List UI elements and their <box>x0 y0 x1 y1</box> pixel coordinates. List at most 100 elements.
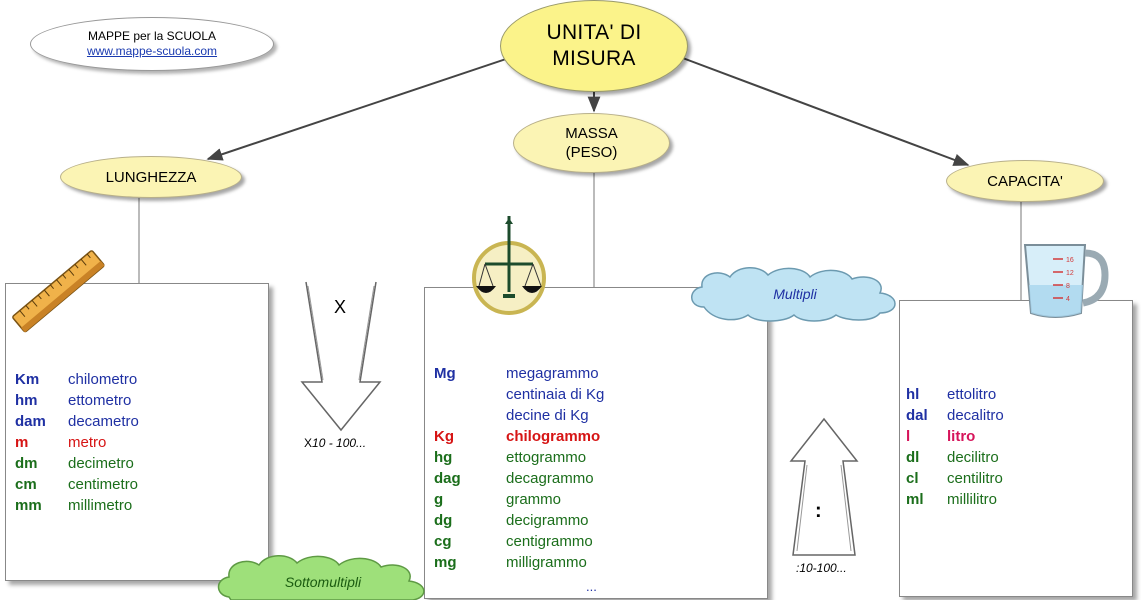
site-badge: MAPPE per la SCUOLA www.mappe-scuola.com <box>30 17 274 71</box>
massa-unit-name: megagrammo <box>506 365 599 382</box>
root-node: UNITA' DI MISURA <box>500 0 688 92</box>
capacita-unit-symbol: hl <box>906 386 920 403</box>
massa-title-line1: MASSA <box>565 125 618 142</box>
badge-title: MAPPE per la SCUOLA <box>87 29 217 43</box>
massa-unit-name: grammo <box>506 491 562 508</box>
scale-icon <box>472 216 546 315</box>
massa-unit-symbol: dg <box>434 512 453 529</box>
lunghezza-row: Km chilometro <box>15 370 255 391</box>
lunghezza-unit-name: chilometro <box>68 371 138 388</box>
capacita-row: l litro <box>906 427 1126 448</box>
lunghezza-unit-symbol: cm <box>15 476 37 493</box>
massa-unit-symbol: mg <box>434 554 457 571</box>
massa-unit-symbol: hg <box>434 449 453 466</box>
capacita-unit-name: litro <box>947 428 976 445</box>
capacita-unit-name: centilitro <box>947 470 1003 487</box>
capacita-unit-symbol: dl <box>906 449 920 466</box>
capacita-label: CAPACITA' <box>987 172 1063 190</box>
lunghezza-box <box>5 283 269 581</box>
down-arrow-symbol: X <box>334 297 347 317</box>
jug-mark-4: 4 <box>1066 296 1070 303</box>
lunghezza-row: dam decametro <box>15 412 255 433</box>
lunghezza-unit-name: millimetro <box>68 497 133 514</box>
root-title-line1: UNITA' DI <box>546 21 642 44</box>
sottomultipli-cloud <box>217 555 425 600</box>
lunghezza-unit-symbol: m <box>15 434 29 451</box>
massa-row: decine di Kg <box>434 406 754 427</box>
lunghezza-unit-symbol: Km <box>15 371 40 388</box>
lunghezza-unit-symbol: dam <box>15 413 46 430</box>
jug-mark-16: 16 <box>1066 257 1074 264</box>
massa-row: g grammo <box>434 490 754 511</box>
lunghezza-label: LUNGHEZZA <box>105 168 197 186</box>
capacita-node: CAPACITA' <box>946 160 1104 202</box>
lunghezza-unit-name: centimetro <box>68 476 139 493</box>
massa-unit-symbol: cg <box>434 533 452 550</box>
massa-unit-name: decagrammo <box>506 470 594 487</box>
lunghezza-row: mm millimetro <box>15 496 255 517</box>
lunghezza-unit-name: decimetro <box>68 455 134 472</box>
down-caption-prefix: X <box>304 436 313 450</box>
capacita-box <box>899 300 1133 597</box>
lunghezza-row: hm ettometro <box>15 391 255 412</box>
down-arrow-caption: X10 - 100... <box>304 436 366 450</box>
lunghezza-unit-name: decametro <box>68 413 139 430</box>
lunghezza-unit-symbol: hm <box>15 392 38 409</box>
capacita-unit-symbol: l <box>906 428 911 445</box>
capacita-unit-symbol: dal <box>906 407 928 424</box>
up-arrow-symbol: : <box>815 500 822 522</box>
capacita-row: cl centilitro <box>906 469 1126 490</box>
lunghezza-unit-name: ettometro <box>68 392 132 409</box>
lunghezza-node: LUNGHEZZA <box>60 156 242 198</box>
massa-unit-symbol: g <box>434 491 444 508</box>
massa-row: dag decagrammo <box>434 469 754 490</box>
massa-unit-symbol: Kg <box>434 428 454 445</box>
multipli-cloud <box>691 267 896 322</box>
massa-row: dg decigrammo <box>434 511 754 532</box>
up-arrow-caption: :10-100... <box>796 561 847 575</box>
multipli-label: Multipli <box>773 286 817 302</box>
connector-root-lunghezza <box>206 56 513 161</box>
lunghezza-row: dm decimetro <box>15 454 255 475</box>
massa-ellipsis: ... <box>586 579 597 594</box>
massa-unit-name: chilogrammo <box>506 428 601 445</box>
capacita-unit-name: millilitro <box>947 491 997 508</box>
capacita-unit-symbol: cl <box>906 470 919 487</box>
massa-unit-name: centinaia di Kg <box>506 386 605 403</box>
capacita-unit-name: ettolitro <box>947 386 997 403</box>
massa-row: mg milligrammo <box>434 553 754 574</box>
ruler-icon <box>12 250 105 333</box>
connector-root-capacita <box>679 56 970 166</box>
lunghezza-unit-symbol: mm <box>15 497 42 514</box>
lunghezza-units-list: Km chilometro hm ettometro dam decametro m metr… <box>15 370 255 520</box>
down-arrow-icon <box>300 281 382 432</box>
massa-unit-name: decine di Kg <box>506 407 589 424</box>
massa-unit-name: decigrammo <box>506 512 589 529</box>
up-arrow-icon <box>789 417 859 556</box>
lunghezza-row: cm centimetro <box>15 475 255 496</box>
massa-row: cg centigrammo <box>434 532 754 553</box>
lunghezza-unit-name: metro <box>68 434 107 451</box>
lunghezza-row: m metro <box>15 433 255 454</box>
jug-mark-8: 8 <box>1066 283 1070 290</box>
massa-node: MASSA (PESO) <box>513 113 670 173</box>
massa-unit-name: centigrammo <box>506 533 593 550</box>
badge-link[interactable]: www.mappe-scuola.com <box>86 44 218 58</box>
capacita-row: dl decilitro <box>906 448 1126 469</box>
massa-box <box>424 287 768 599</box>
capacita-row: hl ettolitro <box>906 385 1126 406</box>
massa-unit-name: ettogrammo <box>506 449 587 466</box>
massa-unit-name: milligrammo <box>506 554 587 571</box>
lunghezza-unit-symbol: dm <box>15 455 38 472</box>
root-title-line2: MISURA <box>552 47 636 70</box>
down-caption-value: 10 - 100... <box>312 436 367 450</box>
capacita-unit-name: decilitro <box>947 449 999 466</box>
sottomultipli-label: Sottomultipli <box>284 574 362 590</box>
massa-unit-symbol: dag <box>434 470 461 487</box>
massa-row: hg ettogrammo <box>434 448 754 469</box>
measuring-jug-icon: 16 12 8 4 <box>1023 244 1109 318</box>
